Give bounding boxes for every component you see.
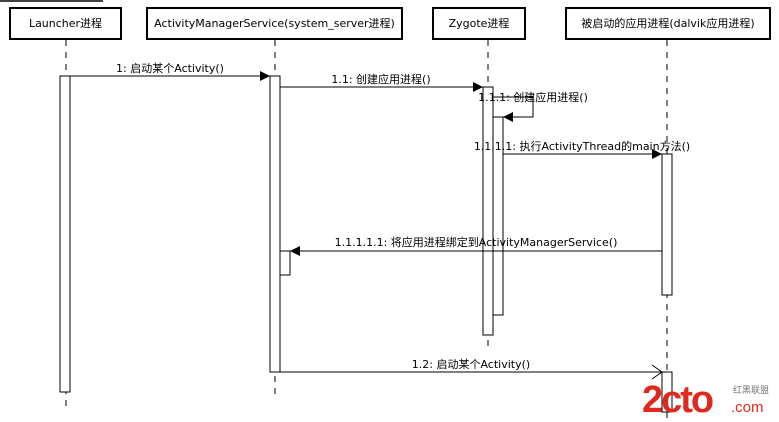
- message-label-1-2: 1.2: 启动某个Activity(): [412, 358, 530, 371]
- participant-app[interactable]: 被启动的应用进程(dalvik应用进程): [565, 7, 771, 40]
- message-arrow-1-2-head: [651, 364, 663, 380]
- watermark-brand: 2cto: [642, 379, 713, 421]
- participant-app-label: 被启动的应用进程(dalvik应用进程): [581, 16, 754, 30]
- activation-ams-callback: [279, 250, 291, 276]
- activation-launcher: [59, 75, 71, 393]
- participant-zygote-label: Zygote进程: [449, 17, 510, 30]
- watermark: 2cto .com 红黑联盟: [642, 379, 769, 421]
- activation-app-main: [661, 153, 673, 296]
- participant-ams-label: ActivityManagerService(system_server进程): [154, 17, 395, 30]
- watermark-suffix: .com: [731, 399, 764, 416]
- activation-app-second: [661, 371, 673, 413]
- message-label-1-1-1-1: 1.1.1.1: 执行ActivityThread的main方法(): [474, 139, 690, 153]
- message-label-1-1-1-1-1: 1.1.1.1.1: 将应用进程绑定到ActivityManagerServic…: [335, 235, 618, 249]
- message-label-1-1-1: 1.1.1: 创建应用进程(): [478, 90, 588, 104]
- participant-ams[interactable]: ActivityManagerService(system_server进程): [146, 7, 403, 40]
- activation-zygote-self: [492, 116, 504, 316]
- message-label-1-1: 1.1: 创建应用进程(): [331, 72, 430, 86]
- message-label-1: 1: 启动某个Activity(): [116, 62, 224, 75]
- activation-ams-main: [269, 75, 281, 373]
- participant-launcher[interactable]: Launcher进程: [9, 7, 122, 40]
- activation-zygote-main: [482, 86, 494, 336]
- participant-launcher-label: Launcher进程: [29, 17, 102, 30]
- participant-zygote[interactable]: Zygote进程: [432, 7, 526, 40]
- message-arrow-1-1-1: [493, 96, 534, 122]
- watermark-tagline: 红黑联盟: [733, 384, 769, 396]
